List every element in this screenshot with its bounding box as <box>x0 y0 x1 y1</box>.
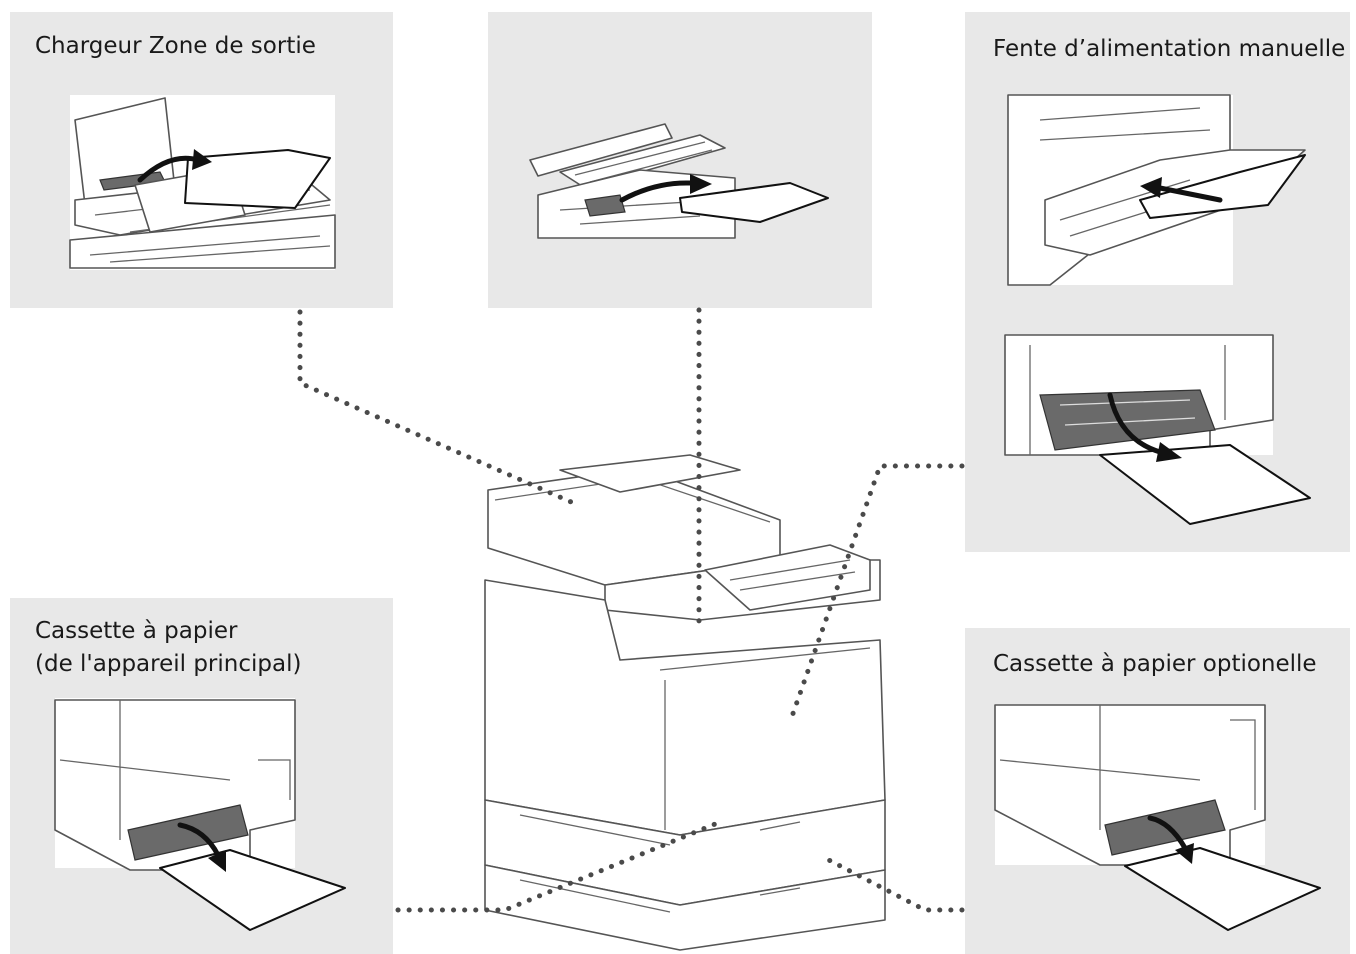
cassette-optional-illustration <box>994 704 1321 931</box>
leader-lines <box>297 307 965 913</box>
label-manual-feed: Fente d’alimentation manuelle <box>993 36 1346 62</box>
leader-cassette-main <box>395 819 723 913</box>
leader-feeder <box>297 309 581 508</box>
output-area-illustration <box>529 123 829 239</box>
printer-illustration <box>484 454 886 951</box>
manual-feed-illustration <box>1007 94 1306 286</box>
label-feeder: Chargeur Zone de sortie <box>35 33 316 59</box>
label-cassette-main-line2: (de l'appareil principal) <box>35 651 302 677</box>
label-cassette-optional: Cassette à papier optionelle <box>993 651 1317 677</box>
feeder-illustration <box>69 95 336 270</box>
cassette-main-illustration <box>54 698 346 931</box>
leader-cassette-optional <box>822 855 965 913</box>
manual-feed-tray-illustration <box>1004 334 1311 525</box>
label-cassette-main-line1: Cassette à papier <box>35 618 238 644</box>
